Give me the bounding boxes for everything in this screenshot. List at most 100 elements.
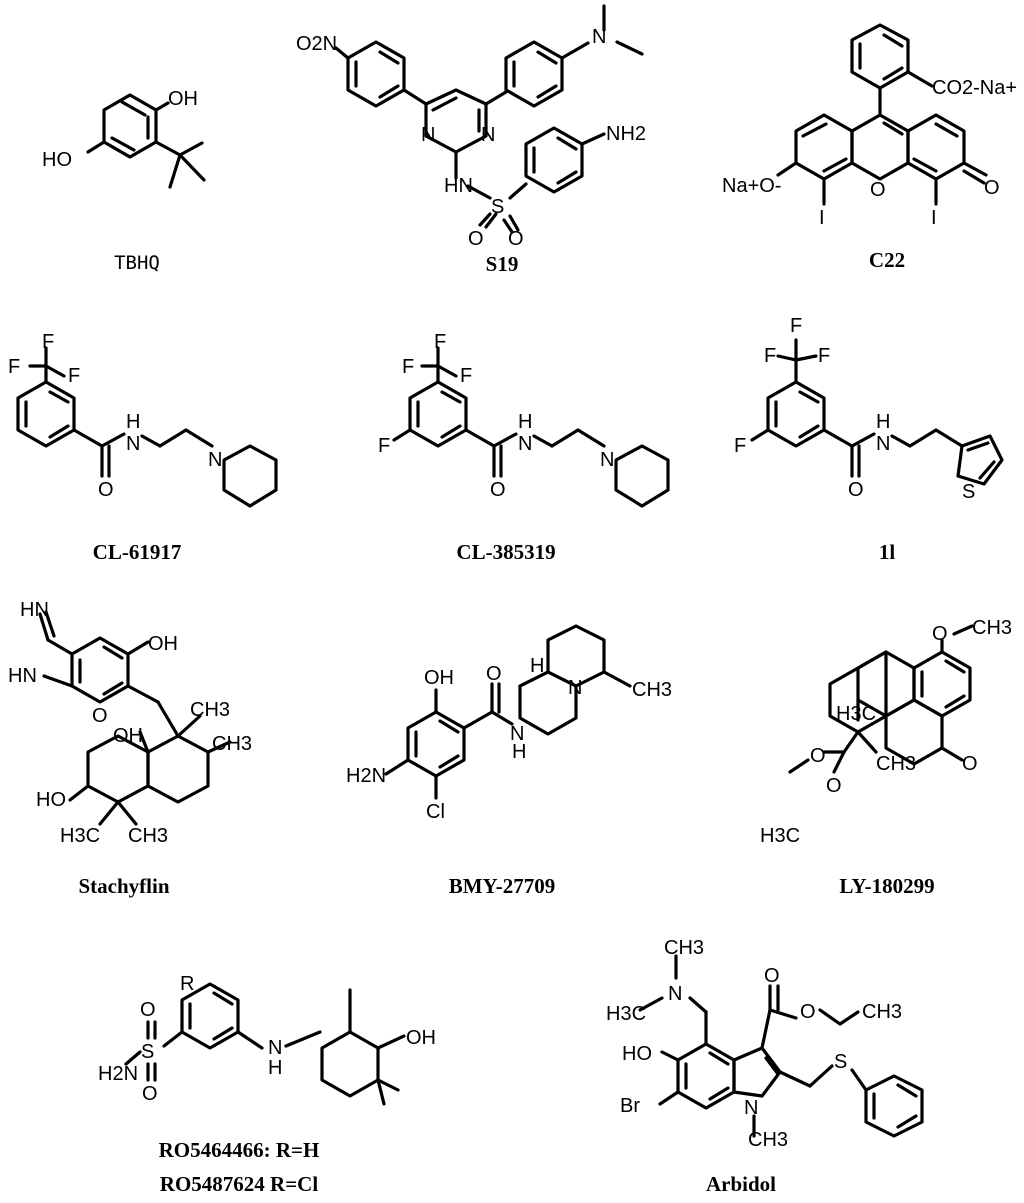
atom-label: O (140, 999, 156, 1021)
structure-cl-385319: F F F F H N O N (378, 331, 670, 508)
atom-label: H (268, 1057, 282, 1079)
atom-label: CH3 (632, 679, 672, 701)
atom-label: O (800, 1001, 816, 1023)
compound-name-c22: C22 (868, 248, 906, 272)
atom-label: I (819, 207, 825, 229)
atom-label: N (592, 26, 606, 48)
atom-label: N (568, 677, 582, 699)
compound-name-ly-180299: LY-180299 (839, 874, 935, 898)
compound-name-1l: 1l (878, 540, 896, 564)
compound-name-ro5487624: RO5487624 R=Cl (159, 1172, 319, 1196)
atom-label: N (510, 723, 524, 745)
atom-label: O (490, 479, 506, 501)
structure-cl-61917: F F F H N O N (8, 331, 278, 508)
atom-label: F (790, 315, 802, 337)
atom-label: O (984, 177, 1000, 199)
atom-label: R (180, 973, 194, 995)
atom-label: N (600, 449, 614, 471)
structure-1l: F F F F H N O S (734, 315, 1004, 503)
atom-label: H (530, 655, 544, 677)
atom-label: CH3 (128, 825, 168, 847)
compound-name-bmy-27709: BMY-27709 (448, 874, 556, 898)
atom-label: Na+O- (722, 175, 781, 197)
atom-label: O (142, 1083, 158, 1105)
atom-label: F (460, 365, 472, 387)
atom-label: O (468, 228, 484, 250)
atom-label: CH3 (664, 937, 704, 959)
structure-bmy-27709: OH O H N N H CH3 H2N Cl (346, 624, 672, 823)
atom-label: CH3 (748, 1129, 788, 1151)
atom-label: H (518, 411, 532, 433)
atom-label: O (92, 705, 108, 727)
atom-label: Cl (426, 801, 445, 823)
atom-label: HO (42, 149, 72, 171)
atom-label: F (764, 345, 776, 367)
atom-label: O (932, 623, 948, 645)
atom-label: S (962, 481, 975, 503)
atom-label: S (834, 1051, 847, 1073)
structure-ro5464466: R O S O H2N N H OH (98, 973, 436, 1106)
atom-label: F (734, 435, 746, 457)
atom-label: O (962, 753, 978, 775)
atom-label: O (764, 965, 780, 987)
atom-label: O (98, 479, 114, 501)
structure-tbhq: OH HO (42, 88, 206, 189)
atom-label: F (8, 356, 20, 378)
compound-name-arbidol: Arbidol (705, 1172, 777, 1196)
atom-label: H3C (60, 825, 100, 847)
atom-label: N (668, 983, 682, 1005)
atom-label: N (126, 433, 140, 455)
atom-label: N (744, 1097, 758, 1119)
atom-label: O (508, 228, 524, 250)
atom-label: OH (406, 1027, 436, 1049)
compound-name-tbhq: TBHQ (114, 252, 160, 274)
atom-label: O2N (296, 33, 337, 55)
atom-label: O (810, 745, 826, 767)
atom-label: H (512, 741, 526, 763)
atom-label: N (481, 124, 495, 146)
atom-label: H3C (836, 703, 876, 725)
atom-label: CH3 (876, 753, 916, 775)
atom-label: Br (620, 1095, 640, 1117)
atom-label: CH3 (862, 1001, 902, 1023)
atom-label: O (486, 663, 502, 685)
atom-label: F (818, 345, 830, 367)
compound-name-s19: S19 (485, 252, 519, 276)
structure-ly-180299: O CH3 H3C O O H3C O CH3 (760, 617, 1012, 847)
atom-label: OH (168, 88, 198, 110)
atom-label: HO (36, 789, 66, 811)
atom-label: F (68, 365, 80, 387)
atom-label: O (848, 479, 864, 501)
atom-label: HO (622, 1043, 652, 1065)
atom-label: CO2-Na+ (932, 77, 1017, 99)
compound-name-cl-385319: CL-385319 (456, 540, 556, 564)
atom-label: OH (148, 633, 178, 655)
atom-label: HN (444, 175, 473, 197)
atom-label: O (826, 775, 842, 797)
structure-arbidol: CH3 N H3C O O CH3 S HO Br N CH3 (606, 937, 924, 1151)
compound-name-stachyflin: Stachyflin (78, 874, 170, 898)
atom-label: F (434, 331, 446, 353)
atom-label: HN (20, 599, 49, 621)
atom-label: OH (113, 725, 143, 747)
atom-label: O (870, 179, 886, 201)
atom-label: I (931, 207, 937, 229)
atom-label: F (42, 331, 54, 353)
atom-label: H3C (606, 1003, 646, 1025)
atom-label: H2N (98, 1063, 138, 1085)
atom-label: H3C (760, 825, 800, 847)
structure-s19: O2N N N N HN S O O NH2 (296, 4, 646, 250)
atom-label: OH (424, 667, 454, 689)
compound-name-cl-61917: CL-61917 (92, 540, 182, 564)
structure-c22: CO2-Na+ Na+O- O O I I (722, 23, 1017, 229)
atom-label: H (876, 411, 890, 433)
atom-label: S (141, 1041, 154, 1063)
atom-label: H (126, 411, 140, 433)
atom-label: F (378, 435, 390, 457)
atom-label: CH3 (972, 617, 1012, 639)
atom-label: S (491, 196, 504, 218)
atom-label: N (208, 449, 222, 471)
atom-label: CH3 (212, 733, 252, 755)
atom-label: N (421, 124, 435, 146)
atom-label: CH3 (190, 699, 230, 721)
